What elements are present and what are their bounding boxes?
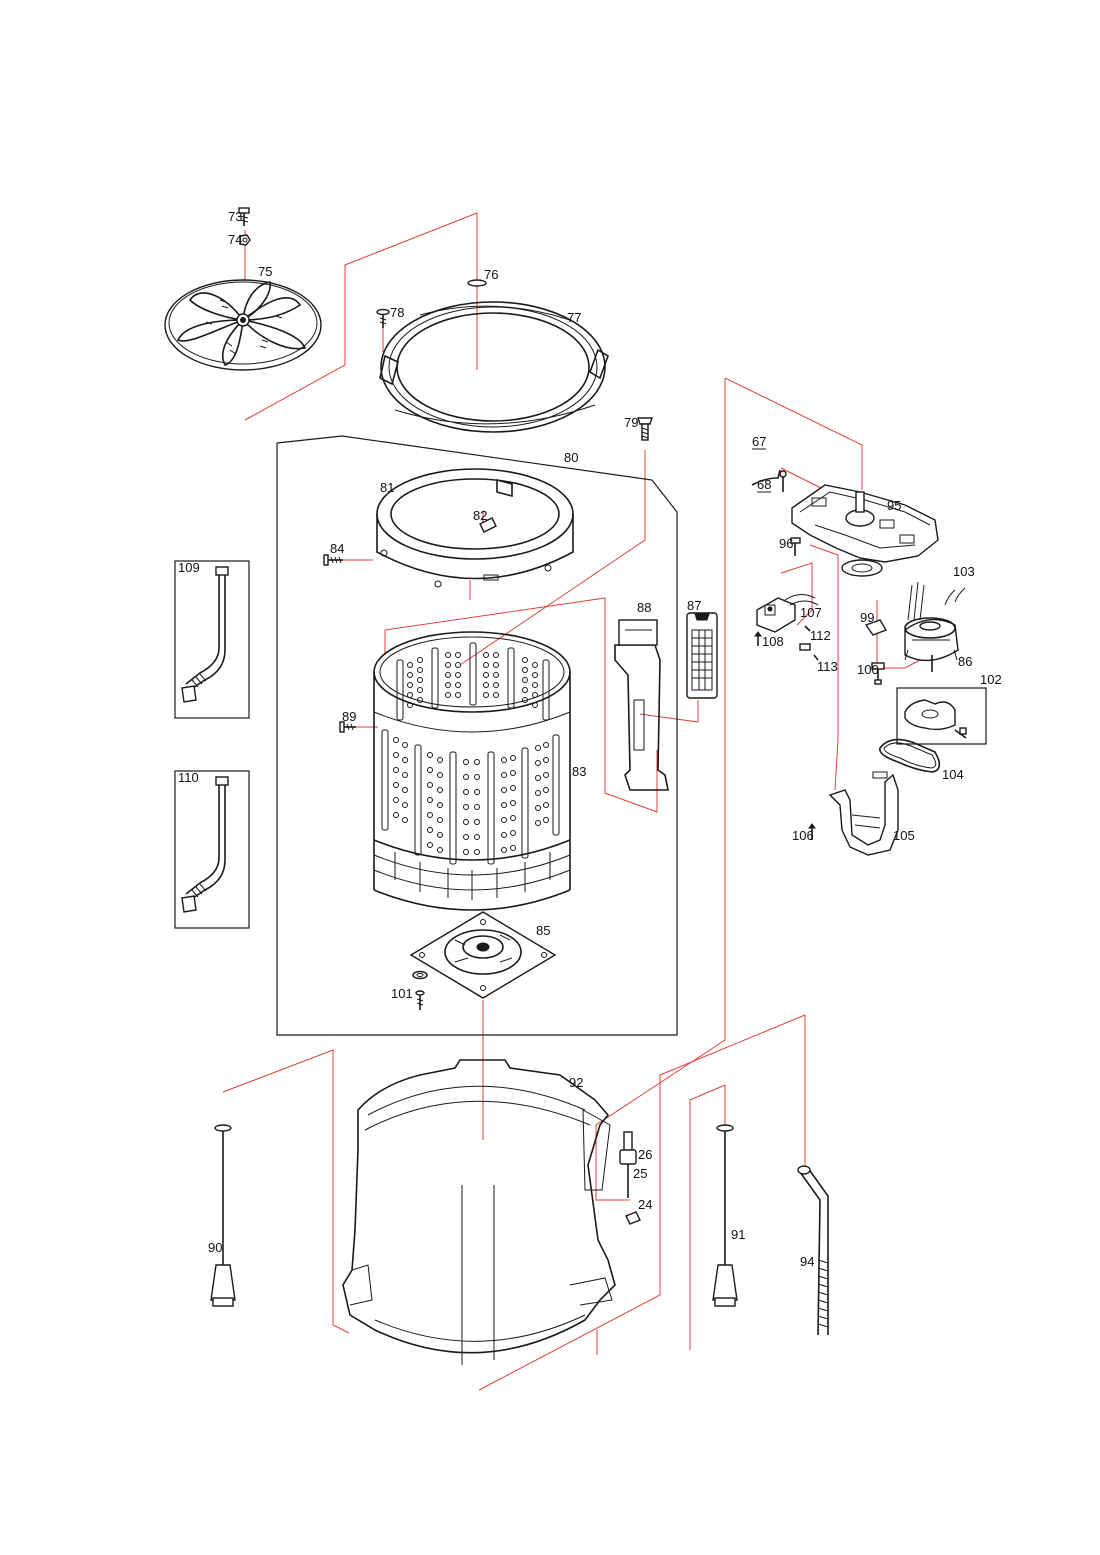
outer-tub bbox=[342, 1059, 616, 1365]
motor-wires bbox=[907, 581, 966, 621]
label-89: 89 bbox=[342, 709, 356, 724]
label-103: 103 bbox=[953, 564, 975, 579]
lint-filter bbox=[686, 612, 718, 699]
ring-clip bbox=[479, 517, 497, 533]
screw-icon bbox=[790, 537, 801, 556]
label-88: 88 bbox=[637, 600, 651, 615]
lint-filter-channel bbox=[614, 619, 669, 791]
label-82: 82 bbox=[473, 508, 487, 523]
label-105: 105 bbox=[893, 828, 915, 843]
ground-wire bbox=[751, 469, 781, 486]
label-94: 94 bbox=[800, 1254, 814, 1269]
label-101: 101 bbox=[391, 986, 413, 1001]
label-77: 77 bbox=[567, 310, 581, 325]
hose-110-frame bbox=[174, 770, 250, 929]
balance-ring bbox=[376, 468, 574, 588]
wire-clip bbox=[864, 619, 888, 636]
clutch-assembly bbox=[791, 484, 939, 577]
drain-hose-109 bbox=[181, 566, 229, 703]
label-85: 85 bbox=[536, 923, 550, 938]
label-112: 112 bbox=[810, 628, 831, 643]
label-67: 67 bbox=[752, 434, 766, 449]
screw-icon bbox=[339, 721, 356, 733]
label-90: 90 bbox=[208, 1240, 222, 1255]
leader-lines bbox=[222, 212, 921, 1391]
capacitor bbox=[756, 594, 819, 633]
label-73: 73 bbox=[228, 209, 242, 224]
label-109: 109 bbox=[178, 560, 200, 575]
label-86: 86 bbox=[958, 654, 972, 669]
screw-icon bbox=[779, 470, 787, 492]
label-83: 83 bbox=[572, 764, 586, 779]
screw-icon bbox=[412, 970, 428, 1010]
tub-assembly-frame bbox=[276, 435, 678, 1036]
screw-icon bbox=[376, 308, 390, 328]
shaft-pin bbox=[619, 1131, 637, 1198]
label-96: 96 bbox=[779, 536, 793, 551]
label-104: 104 bbox=[942, 767, 964, 782]
part-labels: 73 74 75 76 77 78 79 80 81 82 83 84 85 8… bbox=[178, 209, 1002, 1269]
drain-hose-94 bbox=[797, 1165, 829, 1336]
label-25: 25 bbox=[633, 1166, 647, 1181]
screw-icon bbox=[808, 823, 816, 840]
basket-flange bbox=[409, 911, 557, 999]
washer-icon bbox=[239, 234, 251, 246]
inner-basket bbox=[373, 631, 571, 911]
label-102: 102 bbox=[980, 672, 1002, 687]
suspension-rod-90 bbox=[210, 1124, 236, 1307]
drain-pump-bracket bbox=[828, 771, 899, 856]
screw-icon bbox=[754, 631, 762, 646]
label-108: 108 bbox=[762, 634, 784, 649]
label-91: 91 bbox=[731, 1227, 745, 1242]
label-99: 99 bbox=[860, 610, 874, 625]
tub-cover-ring bbox=[379, 301, 609, 433]
pulley-102-frame bbox=[896, 687, 987, 745]
hose-109-frame bbox=[174, 560, 250, 719]
label-79: 79 bbox=[624, 415, 638, 430]
drain-hose-110 bbox=[181, 776, 229, 913]
spring-clip bbox=[799, 643, 819, 661]
bolt bbox=[871, 662, 885, 685]
label-110: 110 bbox=[178, 770, 199, 785]
label-26: 26 bbox=[638, 1147, 652, 1162]
screw-icon bbox=[323, 554, 343, 566]
label-107: 107 bbox=[800, 605, 822, 620]
label-81: 81 bbox=[380, 480, 394, 495]
small-bracket bbox=[625, 1211, 641, 1225]
suspension-rod-91 bbox=[712, 1124, 738, 1307]
label-74: 74 bbox=[228, 232, 242, 247]
label-80: 80 bbox=[564, 450, 578, 465]
label-84: 84 bbox=[330, 541, 344, 556]
small-screw bbox=[804, 625, 811, 632]
label-106: 106 bbox=[792, 828, 814, 843]
label-78: 78 bbox=[390, 305, 404, 320]
pulsator-disc bbox=[164, 279, 322, 371]
label-76: 76 bbox=[484, 267, 498, 282]
washer-icon bbox=[467, 279, 487, 287]
label-24: 24 bbox=[638, 1197, 652, 1212]
label-100: 100 bbox=[857, 662, 879, 677]
label-68: 68 bbox=[757, 477, 771, 492]
drive-belt bbox=[879, 738, 941, 773]
screw-icon bbox=[238, 207, 250, 226]
label-92: 92 bbox=[569, 1075, 583, 1090]
label-87: 87 bbox=[687, 598, 701, 613]
bolt bbox=[637, 417, 653, 441]
drive-motor bbox=[904, 617, 959, 672]
label-95: 95 bbox=[887, 498, 901, 513]
label-75: 75 bbox=[258, 264, 272, 279]
pulley bbox=[904, 699, 967, 739]
label-113: 113 bbox=[817, 659, 838, 674]
